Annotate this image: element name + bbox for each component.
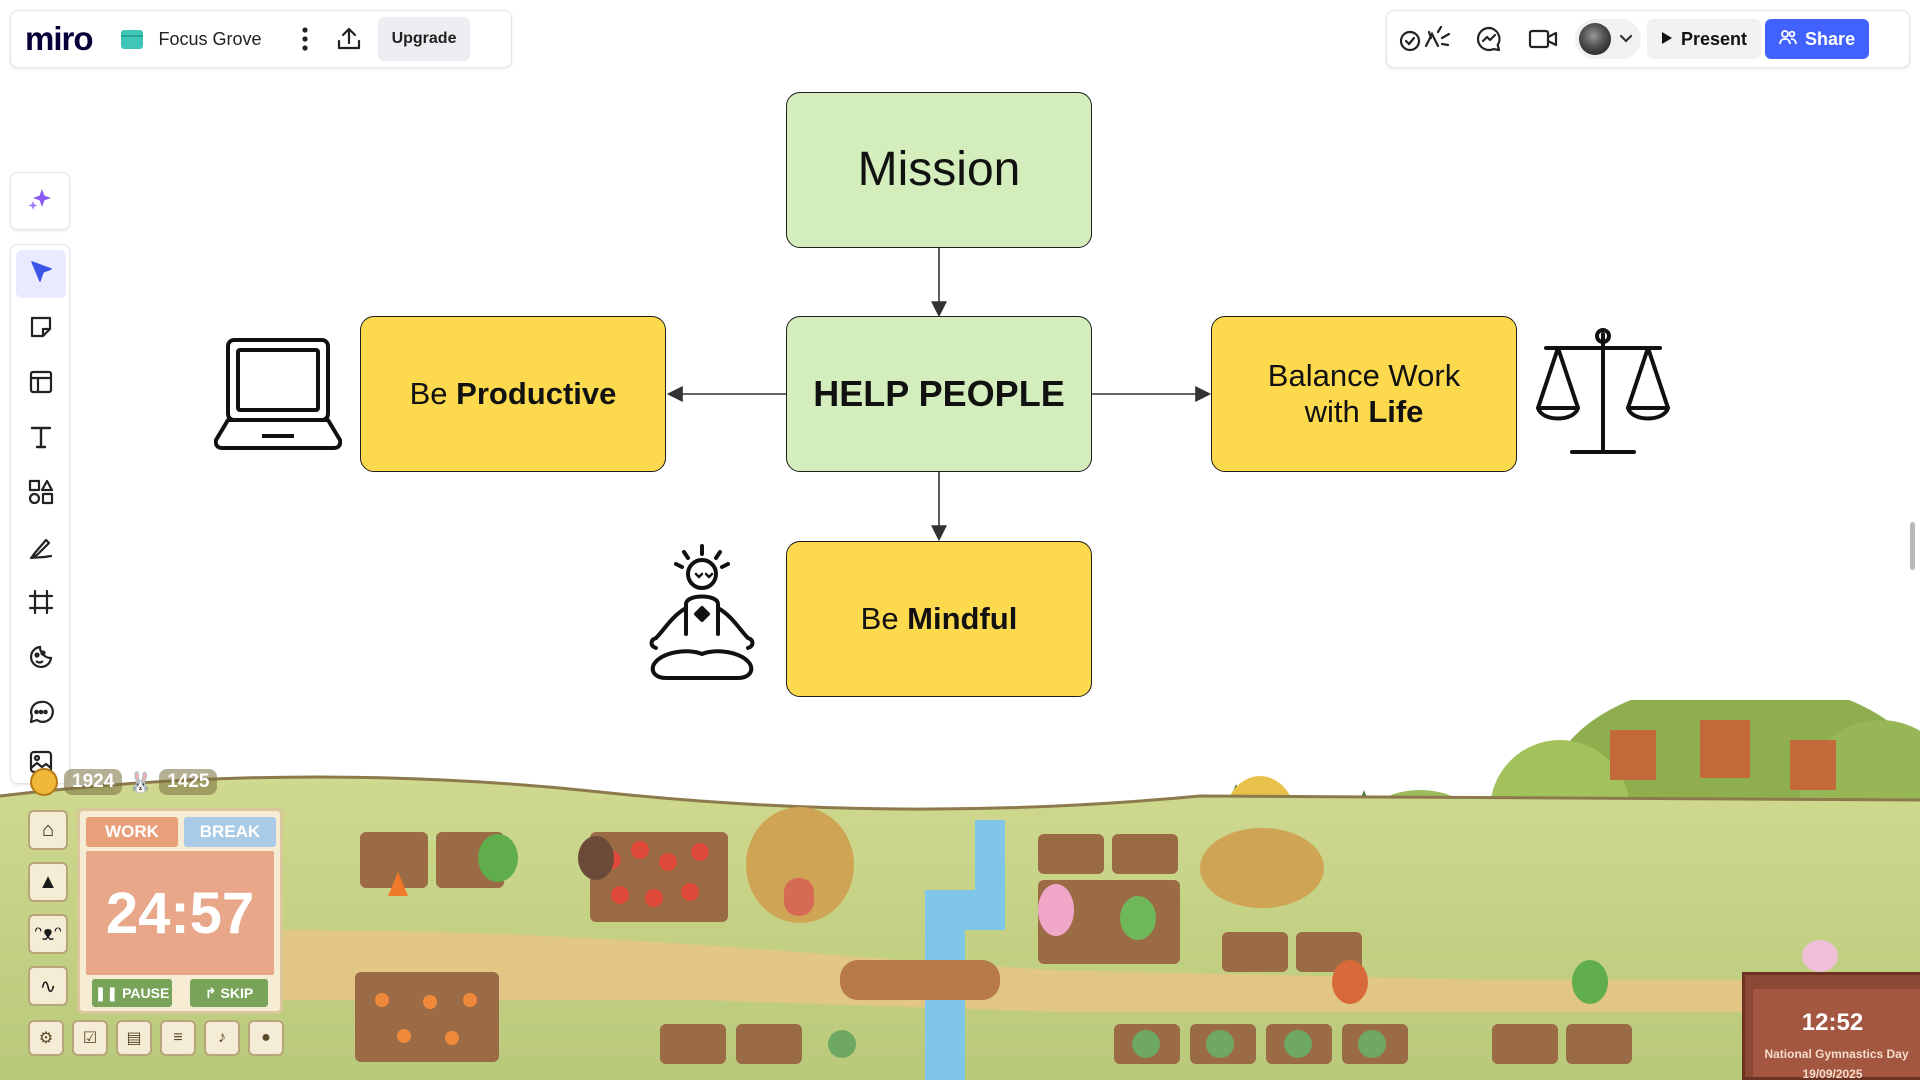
tree-icon[interactable]: ▲	[28, 862, 68, 902]
bunny-icon[interactable]: ᵔᴥᵔ	[28, 914, 68, 954]
skip-button[interactable]: ↱ SKIP	[190, 979, 268, 1007]
comment-tool[interactable]	[16, 690, 66, 738]
mission-box[interactable]: Mission	[786, 92, 1092, 248]
clock-sign-board: 12:52 National Gymnastics Day 19/09/2025	[1753, 989, 1920, 1081]
sticker-icon	[28, 644, 54, 675]
user-menu[interactable]	[1575, 19, 1641, 59]
avatar[interactable]	[1579, 23, 1611, 55]
break-tab[interactable]: BREAK	[184, 817, 276, 847]
creation-toolbar	[10, 244, 70, 784]
help-people-text: HELP PEOPLE	[813, 373, 1065, 414]
frame-icon	[28, 589, 54, 620]
pen-icon	[28, 534, 54, 565]
present-label: Present	[1681, 28, 1748, 49]
mindful-bold: Mindful	[907, 601, 1018, 636]
coin-icon	[30, 768, 58, 796]
text-tool[interactable]	[16, 415, 66, 463]
chevron-down-icon[interactable]	[1619, 30, 1633, 48]
more-vertical-icon[interactable]	[290, 24, 320, 54]
clapboard-icon[interactable]: ▤	[116, 1020, 152, 1056]
canvas-scrollbar[interactable]	[1910, 522, 1915, 570]
be-mindful-box[interactable]: Be Mindful	[786, 541, 1092, 697]
settings-gear-icon[interactable]: ⚙	[28, 1020, 64, 1056]
mission-text: Mission	[857, 143, 1021, 196]
timer-countdown: 24:57	[86, 851, 274, 975]
sticky-note-tool[interactable]	[16, 305, 66, 353]
house-icon[interactable]: ⌂	[28, 810, 68, 850]
shapes-tool[interactable]	[16, 470, 66, 518]
upload-icon	[28, 749, 54, 780]
notes-icon[interactable]: ≡	[160, 1020, 196, 1056]
template-icon	[28, 369, 54, 400]
checklist-icon[interactable]: ☑	[72, 1020, 108, 1056]
ai-sparkle-icon[interactable]	[26, 185, 54, 218]
select-cursor-icon	[29, 260, 53, 289]
video-icon[interactable]	[1521, 17, 1565, 61]
game-clock-sign: 12:52 National Gymnastics Day 19/09/2025	[1742, 972, 1920, 1081]
pomodoro-timer: WORK BREAK 24:57 ❚❚ PAUSE ↱ SKIP	[77, 808, 283, 1014]
game-characters	[478, 834, 1838, 1004]
sticky-note-icon	[28, 314, 54, 345]
reactions-icon[interactable]	[1395, 17, 1457, 61]
pause-button[interactable]: ❚❚ PAUSE	[92, 979, 172, 1007]
be-mindful-text: Be Mindful	[861, 601, 1018, 637]
productive-bold: Productive	[456, 376, 617, 411]
comment-icon	[28, 699, 54, 730]
collaboration-bar: Present Share	[1386, 10, 1910, 68]
apple-icon[interactable]: ●	[248, 1020, 284, 1056]
pen-tool[interactable]	[16, 525, 66, 573]
productive-prefix: Be	[409, 376, 457, 411]
sticker-tool[interactable]	[16, 635, 66, 683]
upgrade-button[interactable]: Upgrade	[377, 17, 471, 61]
help-people-box[interactable]: HELP PEOPLE	[786, 316, 1092, 472]
laptop-icon[interactable]	[214, 336, 342, 458]
clock-event: National Gymnastics Day	[1764, 1047, 1909, 1061]
sound-icon[interactable]: ♪	[204, 1020, 240, 1056]
mindful-prefix: Be	[860, 601, 908, 636]
share-button[interactable]: Share	[1765, 19, 1870, 59]
game-side-menu: ⌂ ▲ ᵔᴥᵔ ∿	[28, 810, 68, 1018]
balance-line1: Balance Work	[1267, 358, 1461, 393]
balance-line2-bold: Life	[1368, 394, 1424, 429]
coin-count: 1924	[64, 769, 123, 795]
share-label: Share	[1805, 28, 1856, 49]
chat-icon[interactable]	[1467, 17, 1511, 61]
meditation-icon[interactable]	[628, 544, 776, 692]
skip-label: SKIP	[220, 985, 254, 1001]
frame-tool[interactable]	[16, 580, 66, 628]
miro-logo[interactable]: miro	[25, 20, 94, 57]
text-icon	[29, 424, 53, 455]
game-bottom-toolbar: ⚙ ☑ ▤ ≡ ♪ ●	[28, 1020, 284, 1056]
be-productive-text: Be Productive	[410, 376, 617, 412]
balance-line2-prefix: with	[1304, 394, 1369, 429]
board-name[interactable]: Focus Grove	[158, 28, 262, 49]
clock-time: 12:52	[1801, 1009, 1864, 1036]
export-icon[interactable]	[334, 24, 364, 54]
shapes-icon	[27, 478, 55, 511]
clock-date: 19/09/2025	[1802, 1067, 1863, 1081]
path-icon[interactable]: ∿	[28, 966, 68, 1006]
work-tab[interactable]: WORK	[86, 817, 178, 847]
template-tool[interactable]	[16, 360, 66, 408]
pause-icon: ❚❚	[94, 984, 119, 1001]
pause-label: PAUSE	[122, 985, 170, 1001]
friend-count: 1425	[159, 769, 218, 795]
be-productive-box[interactable]: Be Productive	[360, 316, 666, 472]
focus-grove-game-scene[interactable]	[0, 700, 1920, 1080]
game-stats: 1924 🐰 1425	[30, 768, 218, 796]
scales-icon[interactable]	[1532, 324, 1674, 466]
present-button[interactable]: Present	[1647, 19, 1762, 59]
upload-tool[interactable]	[16, 740, 66, 788]
friend-bunny-icon: 🐰	[128, 771, 154, 794]
board-header: miro Focus Grove Upgrade	[10, 10, 512, 68]
play-icon	[1661, 29, 1673, 50]
select-tool[interactable]	[16, 250, 66, 298]
skip-icon: ↱	[204, 984, 217, 1001]
board-icon	[120, 29, 143, 49]
ai-assist-panel	[10, 172, 70, 230]
people-icon	[1779, 29, 1797, 50]
